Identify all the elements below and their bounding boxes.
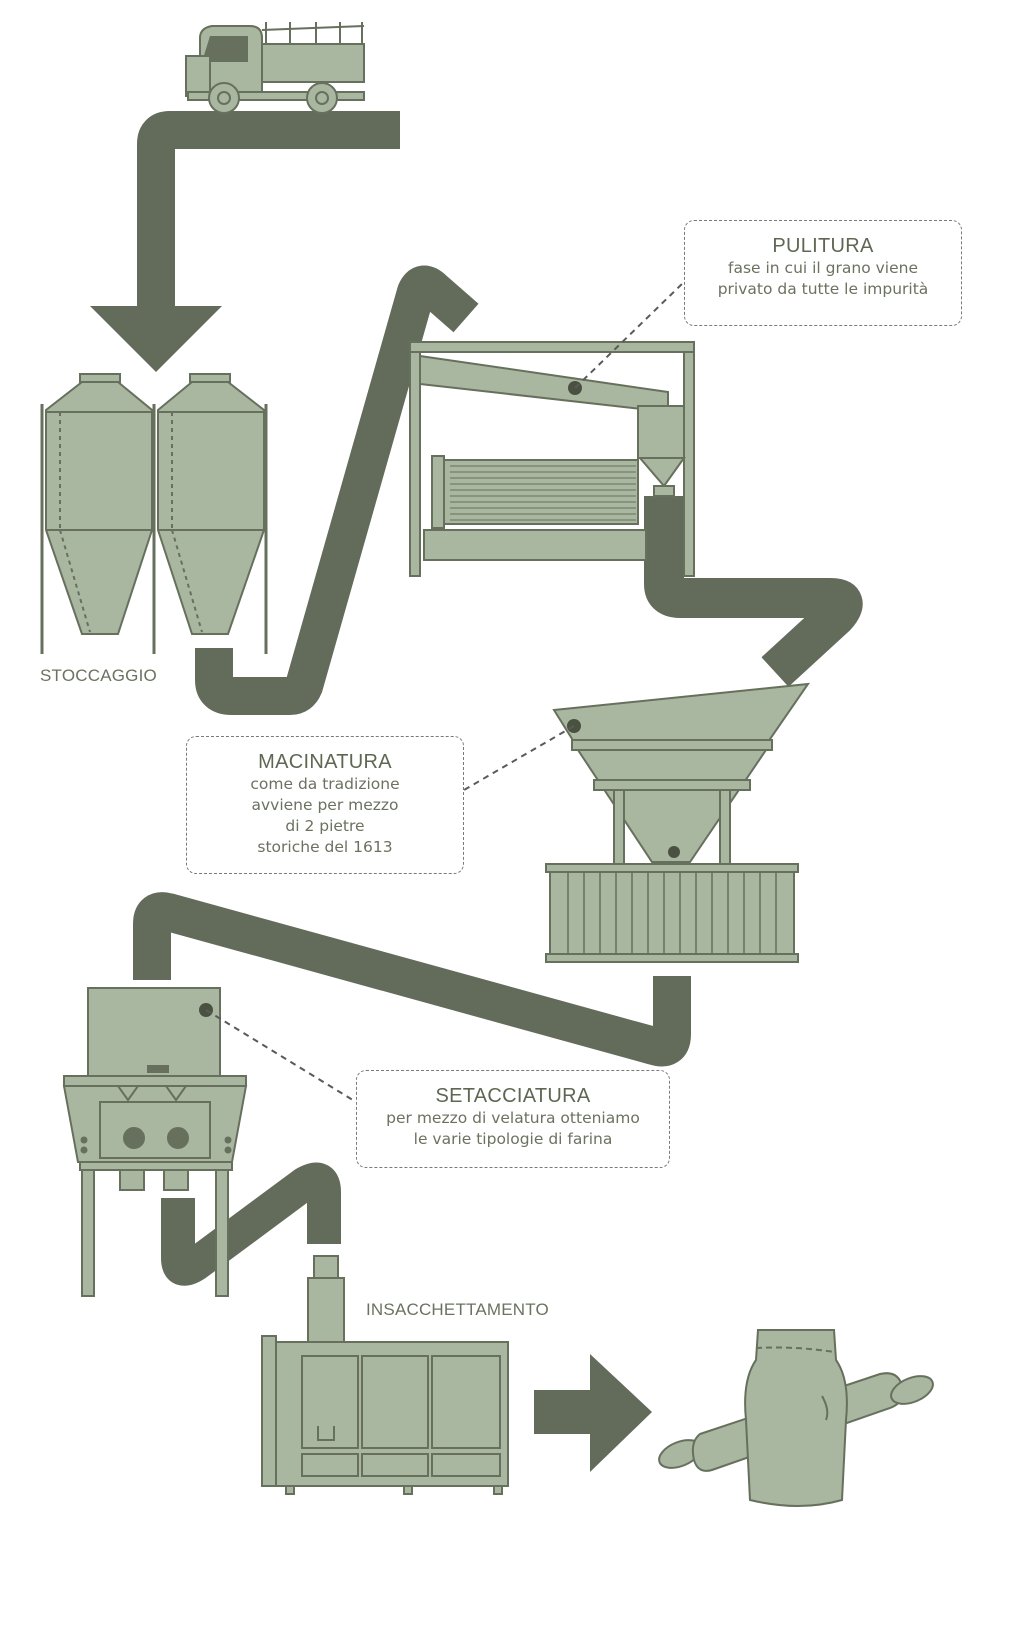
pulitura-line-2: privato da tutte le impurità <box>717 280 929 298</box>
macinatura-leader <box>463 725 575 791</box>
pipe-silos-to-cleaning <box>195 265 479 715</box>
macinatura-line-2: avviene per mezzo <box>251 796 399 814</box>
sifter-icon <box>62 987 248 1297</box>
setacciatura-box: SETACCIATURA per mezzo di velatura otten… <box>356 1070 670 1168</box>
macinatura-dot-bottom <box>668 846 680 858</box>
macinatura-line-1: come da tradizione <box>250 775 400 793</box>
pipe-cleaning-to-mill <box>644 496 863 687</box>
macinatura-line-4: storiche del 1613 <box>257 838 393 856</box>
macinatura-line-3: di 2 pietre <box>285 817 365 835</box>
macinatura-title: MACINATURA <box>258 751 392 773</box>
flour-bag-icon <box>744 1329 848 1507</box>
bagging-machine-icon <box>261 1255 509 1495</box>
silo-icon <box>40 373 268 654</box>
setacciatura-line-1: per mezzo di velatura otteniamo <box>386 1109 640 1127</box>
pipe-sifter-to-bagging <box>161 1162 341 1286</box>
pulitura-line-1: fase in cui il grano viene <box>728 259 918 277</box>
setacciatura-line-2: le varie tipologie di farina <box>413 1130 613 1148</box>
pulitura-leader <box>574 281 685 389</box>
millstone-icon <box>545 682 811 963</box>
pipes <box>133 111 863 1286</box>
pipe-truck-to-silos <box>137 111 400 310</box>
pulitura-title: PULITURA <box>772 235 874 257</box>
insacchettamento-label: INSACCHETTAMENTO <box>366 1300 549 1319</box>
setacciatura-title: SETACCIATURA <box>435 1085 591 1107</box>
pipe-mill-to-sifter <box>133 892 691 1067</box>
macinatura-box: MACINATURA come da tradizione avviene pe… <box>186 736 464 874</box>
pulitura-box: PULITURA fase in cui il grano viene priv… <box>684 220 962 326</box>
setacciatura-leader <box>205 1009 357 1103</box>
arrow-right-icon <box>534 1354 652 1472</box>
arrow-down-icon <box>90 306 222 372</box>
cleaning-machine-icon <box>409 341 695 577</box>
stoccaggio-label: STOCCAGGIO <box>40 666 157 685</box>
truck-icon <box>185 22 365 114</box>
